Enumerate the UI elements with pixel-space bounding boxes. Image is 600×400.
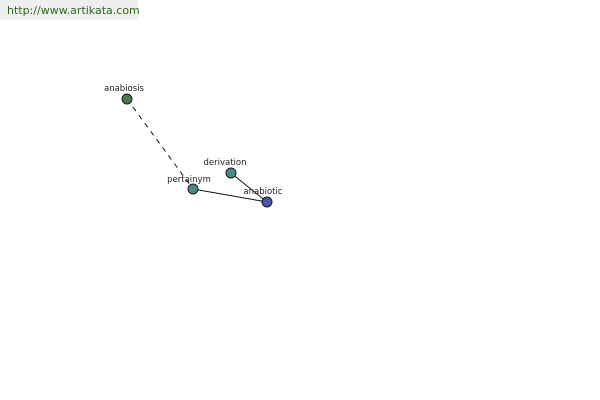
node-anabiotic-label: anabiotic (243, 187, 282, 197)
node-derivation-dot[interactable] (225, 167, 237, 179)
node-anabiotic[interactable]: anabiotic (243, 187, 283, 208)
node-anabiosis-dot[interactable] (121, 93, 133, 105)
node-derivation[interactable]: derivation (203, 158, 247, 179)
edges-layer (126, 98, 268, 203)
edge-anabiosis-pertainym (126, 98, 194, 190)
node-derivation-label: derivation (203, 158, 246, 168)
url-banner: http://www.artikata.com (0, 0, 140, 20)
nodes-layer: anabiosis derivation pertainym anabiotic (104, 84, 283, 208)
edge-pertainym-anabiotic (192, 188, 268, 203)
node-pertainym-dot[interactable] (187, 183, 199, 195)
node-anabiotic-dot[interactable] (261, 196, 273, 208)
node-anabiosis-label: anabiosis (104, 84, 145, 94)
site-url-link[interactable]: http://www.artikata.com (7, 4, 140, 17)
edge-derivation-anabiotic (230, 172, 268, 203)
node-anabiosis[interactable]: anabiosis (104, 84, 145, 105)
node-pertainym[interactable]: pertainym (167, 175, 211, 195)
node-pertainym-label: pertainym (167, 175, 211, 185)
